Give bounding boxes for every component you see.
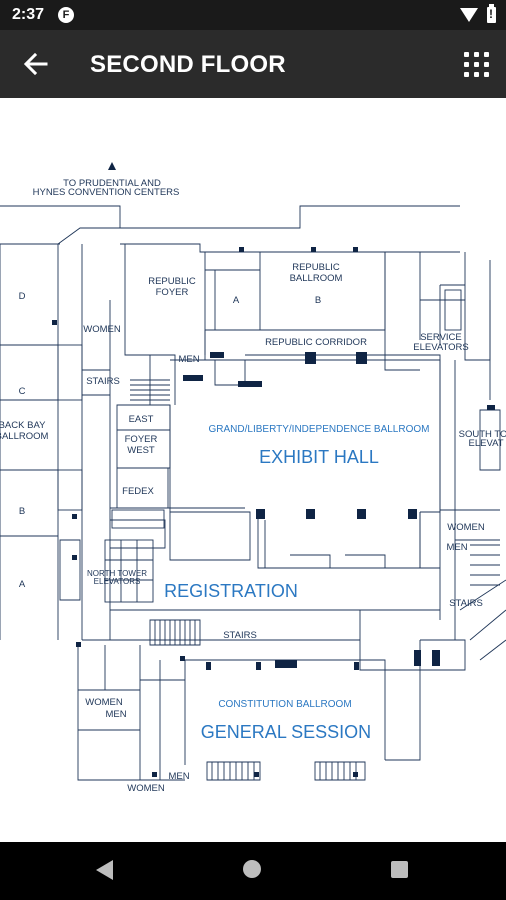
label-women-lower: WOMEN	[127, 783, 165, 794]
label-republic-corridor: REPUBLIC CORRIDOR	[265, 337, 367, 348]
grid-menu-icon	[464, 52, 489, 77]
label-left-d: D	[19, 291, 26, 302]
label-exhibit-hall: EXHIBIT HALL	[259, 447, 379, 467]
label-constitution-ballroom: CONSTITUTION BALLROOM	[218, 699, 351, 710]
label-women-upper: WOMEN	[83, 324, 121, 335]
label-stairs-right: STAIRS	[449, 598, 483, 609]
label-east: EAST	[129, 414, 154, 425]
nav-back-icon[interactable]	[96, 860, 113, 880]
app-notification-icon: F	[58, 7, 74, 23]
label-republic-foyer-1: REPUBLIC	[148, 276, 196, 287]
label-men-right: MEN	[446, 542, 467, 553]
label-men-upper: MEN	[178, 354, 199, 365]
label-stairs-left: STAIRS	[86, 376, 120, 387]
label-republic-ballroom-1: REPUBLIC	[292, 262, 340, 273]
label-grand-ballroom: GRAND/LIBERTY/INDEPENDENCE BALLROOM	[209, 424, 430, 435]
back-button[interactable]	[18, 46, 54, 82]
label-republic-foyer-2: FOYER	[156, 287, 189, 298]
label-left-c: C	[19, 386, 26, 397]
battery-alert-icon	[487, 4, 496, 23]
label-fedex: FEDEX	[122, 486, 154, 497]
label-women-right: WOMEN	[447, 522, 485, 533]
nav-home-icon[interactable]	[243, 860, 261, 878]
status-bar: 2:37 F	[0, 0, 506, 30]
label-left-b: B	[19, 506, 25, 517]
floor-plan-map[interactable]: TO PRUDENTIAL AND HYNES CONVENTION CENTE…	[0, 98, 506, 842]
label-men-lower-left: MEN	[105, 709, 126, 720]
label-women-lower-left: WOMEN	[85, 697, 123, 708]
label-stairs-center: STAIRS	[223, 630, 257, 641]
label-republic-ballroom-2: BALLROOM	[290, 273, 343, 284]
label-south-tower-1: SOUTH TO	[459, 429, 506, 440]
label-back-bay-1: BACK BAY	[0, 420, 46, 431]
wifi-icon	[460, 8, 478, 22]
label-west: WEST	[127, 445, 155, 456]
status-time: 2:37	[12, 6, 45, 23]
nav-recents-icon[interactable]	[391, 861, 408, 878]
label-foyer: FOYER	[125, 434, 158, 445]
label-general-session: GENERAL SESSION	[201, 722, 371, 742]
label-north-tower-2: ELEVATORS	[94, 577, 141, 586]
label-service-elevators-2: ELEVATORS	[413, 342, 468, 353]
arrow-left-icon	[23, 52, 48, 76]
grid-menu-button[interactable]	[458, 46, 496, 84]
label-service-elevators-1: SERVICE	[420, 332, 462, 343]
system-nav-bar	[0, 842, 506, 900]
label-back-bay-2: BALLROOM	[0, 431, 48, 442]
label-top-line1: TO PRUDENTIAL AND	[63, 178, 161, 189]
label-room-b-upper: B	[315, 295, 321, 306]
label-men-lower: MEN	[168, 771, 189, 782]
label-left-a: A	[19, 579, 26, 590]
label-north-tower-1: NORTH TOWER	[87, 569, 147, 578]
label-top-line2: HYNES CONVENTION CENTERS	[33, 187, 180, 198]
page-title: SECOND FLOOR	[90, 51, 286, 78]
label-room-a-upper: A	[233, 295, 240, 306]
label-registration: REGISTRATION	[164, 581, 298, 601]
label-south-tower-2: ELEVAT	[468, 438, 503, 449]
app-bar: SECOND FLOOR	[0, 30, 506, 98]
floor-plan-drawing: TO PRUDENTIAL AND HYNES CONVENTION CENTE…	[0, 162, 506, 794]
